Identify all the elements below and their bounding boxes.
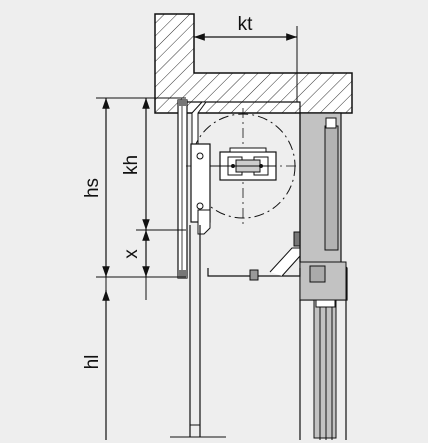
label-hl: hl (82, 355, 103, 370)
label-x: x (121, 249, 142, 259)
label-kh: kh (121, 155, 142, 175)
shutter-box (183, 101, 301, 113)
guide-rail (177, 99, 188, 279)
label-hs: hs (82, 178, 103, 198)
label-kt: kt (238, 14, 254, 35)
motor-assembly (210, 147, 277, 181)
